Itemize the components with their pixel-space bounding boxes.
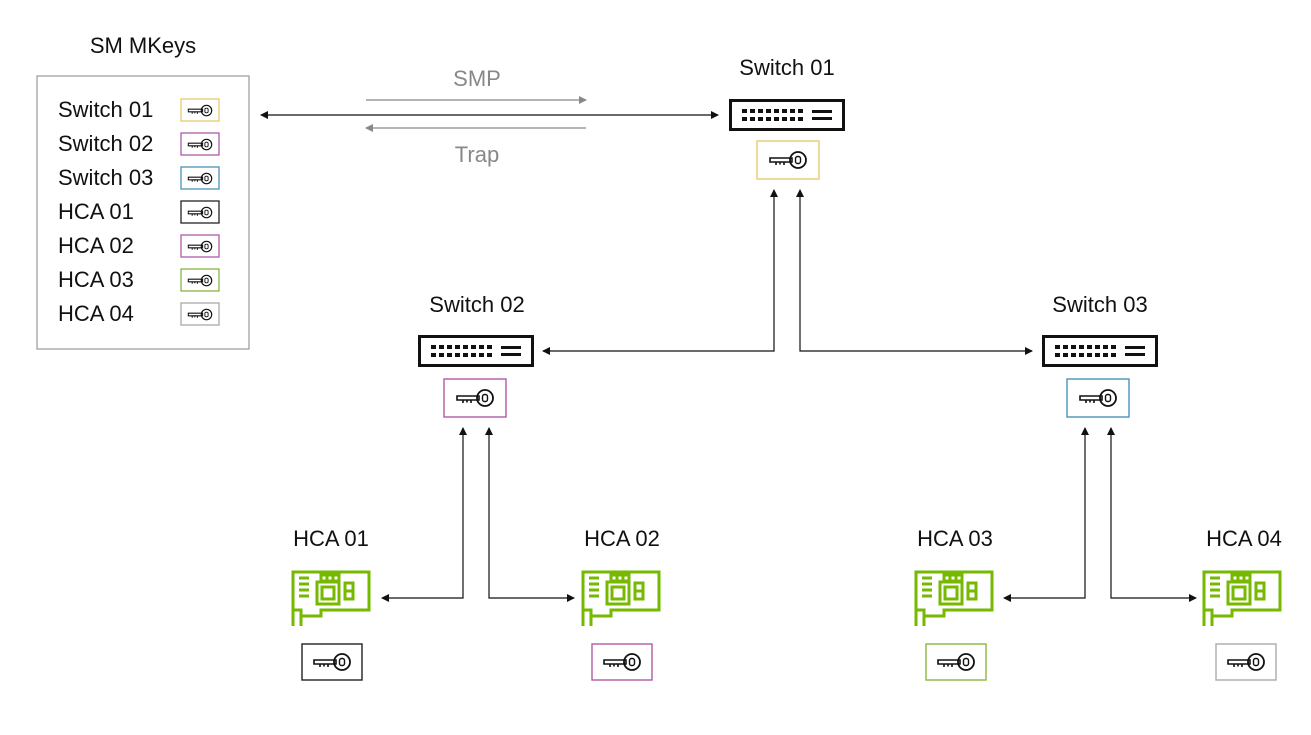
switch-links <box>381 189 1197 602</box>
hca-04-key-box <box>1215 643 1277 681</box>
legend-row-label: Switch 02 <box>58 131 153 156</box>
hca-01-key-box <box>301 643 363 681</box>
smp-label: SMP <box>453 66 501 91</box>
switch03-hca03-link <box>1003 427 1089 602</box>
mkeys-legend: SM MKeys Switch 01 Switch 02 Switch 03 HCA … <box>36 33 250 350</box>
legend-key-box <box>180 234 220 258</box>
legend-row: HCA 03 <box>58 267 220 292</box>
legend-key-box <box>180 166 220 190</box>
network-switch-icon <box>729 99 845 131</box>
switch-01-label: Switch 01 <box>739 55 834 80</box>
switch02-hca01-link <box>381 427 467 602</box>
hca-03-node: HCA 03 <box>914 526 994 681</box>
hca-card-icon <box>1202 570 1282 628</box>
legend-key-box <box>180 200 220 224</box>
legend-key-box <box>180 132 220 156</box>
switch01-switch03-link <box>796 189 1033 355</box>
hca-card-icon <box>291 570 371 628</box>
hca-03-label: HCA 03 <box>917 526 993 551</box>
network-switch-icon <box>1042 335 1158 367</box>
hca-03-key-box <box>925 643 987 681</box>
legend-row-label: Switch 01 <box>58 97 153 122</box>
trap-label: Trap <box>455 142 499 167</box>
switch02-hca02-link <box>485 427 575 602</box>
hca-01-label: HCA 01 <box>293 526 369 551</box>
switch01-switch02-link <box>542 189 778 355</box>
legend-key-box <box>180 98 220 122</box>
switch-03-key-box <box>1066 378 1130 418</box>
switch-01-key-box <box>756 140 820 180</box>
network-switch-icon <box>418 335 534 367</box>
hca-04-label: HCA 04 <box>1206 526 1282 551</box>
legend-key-box <box>180 302 220 326</box>
legend-row: HCA 02 <box>58 233 220 258</box>
switch-03-node: Switch 03 <box>1042 292 1158 418</box>
sm-link: SMP Trap <box>260 66 719 167</box>
switch-01-node: Switch 01 <box>729 55 845 180</box>
hca-01-node: HCA 01 <box>291 526 371 681</box>
legend-row: Switch 01 <box>58 97 220 122</box>
legend-title: SM MKeys <box>90 33 196 58</box>
legend-row: Switch 03 <box>58 165 220 190</box>
switch-03-label: Switch 03 <box>1052 292 1147 317</box>
hca-card-icon <box>914 570 994 628</box>
legend-frame <box>36 75 250 350</box>
legend-key-box <box>180 268 220 292</box>
hca-02-label: HCA 02 <box>584 526 660 551</box>
hca-02-node: HCA 02 <box>581 526 661 681</box>
switch03-hca04-link <box>1107 427 1197 602</box>
legend-row-label: Switch 03 <box>58 165 153 190</box>
legend-rows: Switch 01 Switch 02 Switch 03 HCA 01 HCA 02 H… <box>58 97 220 326</box>
hca-02-key-box <box>591 643 653 681</box>
legend-row-label: HCA 01 <box>58 199 134 224</box>
legend-row: HCA 01 <box>58 199 220 224</box>
switch-02-key-box <box>443 378 507 418</box>
hca-card-icon <box>581 570 661 628</box>
legend-row-label: HCA 03 <box>58 267 134 292</box>
legend-row-label: HCA 02 <box>58 233 134 258</box>
legend-row-label: HCA 04 <box>58 301 134 326</box>
legend-row: HCA 04 <box>58 301 220 326</box>
switch-02-node: Switch 02 <box>418 292 534 418</box>
legend-row: Switch 02 <box>58 131 220 156</box>
switch-02-label: Switch 02 <box>429 292 524 317</box>
hca-04-node: HCA 04 <box>1202 526 1282 681</box>
